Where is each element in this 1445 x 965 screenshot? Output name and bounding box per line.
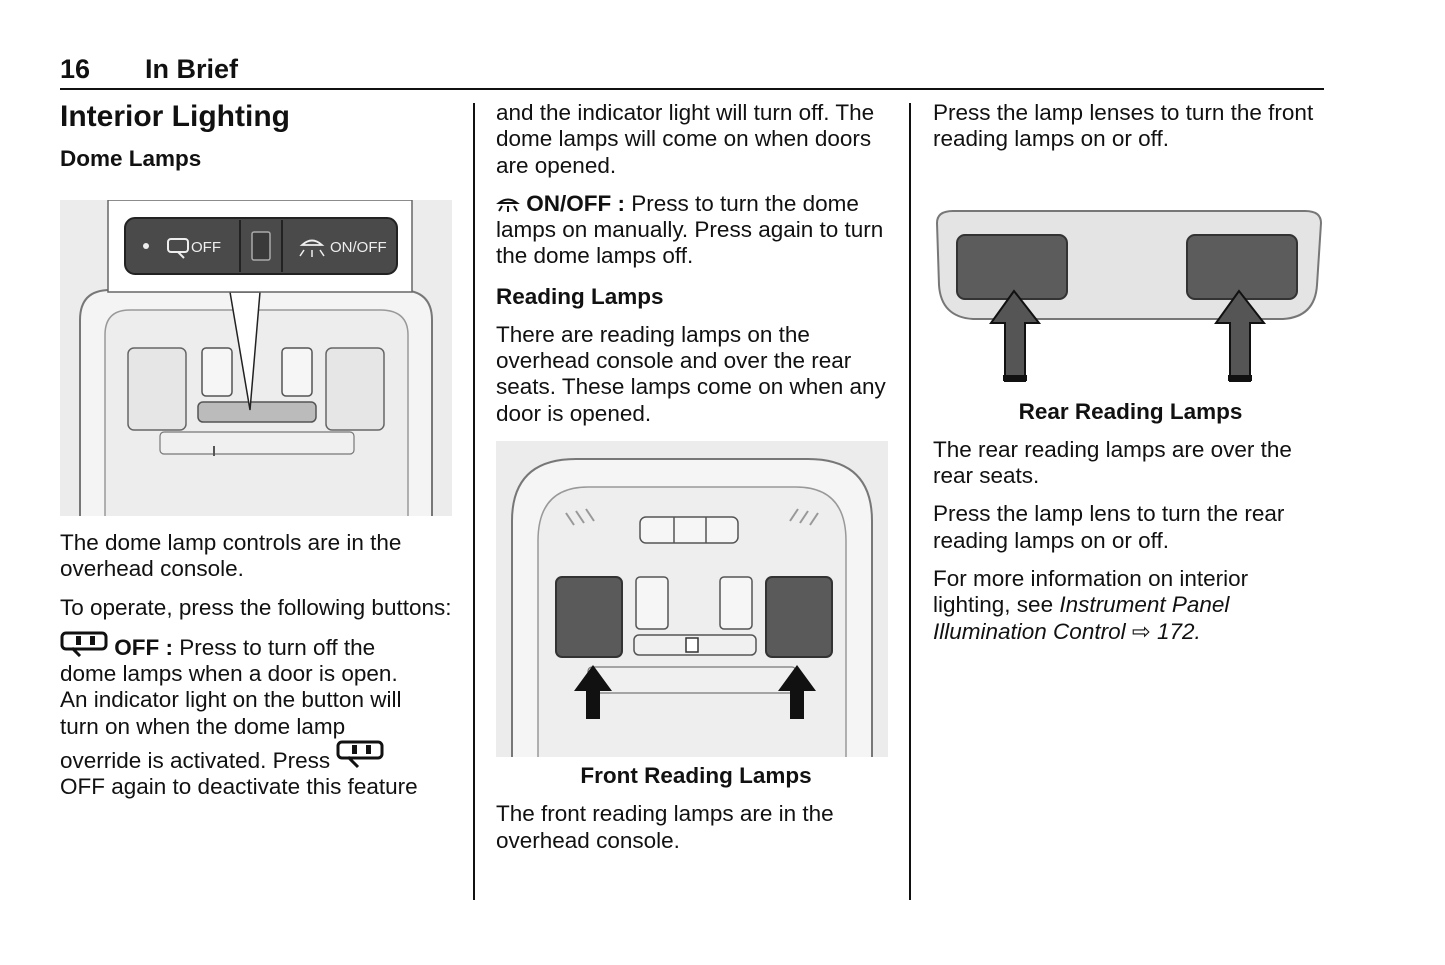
dome-lamps-heading: Dome Lamps bbox=[60, 146, 202, 171]
column-divider-1 bbox=[473, 103, 475, 900]
off-text-1: Press to turn off the bbox=[173, 634, 376, 660]
cross-reference-page: 172. bbox=[1150, 618, 1201, 644]
dome-lamp-icon bbox=[496, 197, 520, 213]
dome-off-label: OFF bbox=[191, 239, 221, 256]
dome-onoff-label: ON/OFF bbox=[330, 239, 387, 256]
off-term: OFF : bbox=[114, 634, 173, 660]
reading-lamps-intro: There are reading lamps on the overhead … bbox=[496, 321, 886, 426]
front-lamps-operation: Press the lamp lenses to turn the front … bbox=[933, 100, 1314, 152]
more-info-text: For more information on interior lightin… bbox=[933, 566, 1249, 618]
rear-lamps-operation: Press the lamp lens to turn the rear rea… bbox=[933, 501, 1285, 553]
off-text-3: An indicator light on the button will bbox=[60, 687, 402, 713]
onoff-button-description: ON/OFF : Press to turn the dome lamps on… bbox=[496, 191, 896, 270]
dome-lamps-figure: OFF ON/OFF bbox=[60, 200, 452, 516]
page-arrow-icon: ⇨ bbox=[1131, 618, 1151, 644]
front-reading-lamps-text: The front reading lamps are in the overh… bbox=[496, 801, 834, 853]
off-text-4: turn on when the dome lamp bbox=[60, 713, 346, 739]
off-continued: and the indicator light will turn off. T… bbox=[496, 100, 875, 178]
onoff-term: ON/OFF : bbox=[526, 190, 625, 216]
rear-console-illustration bbox=[935, 209, 1323, 382]
rear-reading-lamps-caption: Rear Reading Lamps bbox=[1018, 398, 1243, 424]
front-console-illustration bbox=[496, 440, 888, 757]
reading-lamps-heading: Reading Lamps bbox=[496, 283, 664, 309]
dome-controls-location: The dome lamp controls are in the overhe… bbox=[60, 530, 402, 582]
page-title: Interior Lighting bbox=[60, 100, 290, 133]
operate-intro: To operate, press the following buttons: bbox=[60, 594, 452, 620]
column-2: and the indicator light will turn off. T… bbox=[496, 100, 896, 854]
column-divider-2 bbox=[909, 103, 911, 900]
section-title: In Brief bbox=[145, 54, 239, 84]
more-info-reference: For more information on interior lightin… bbox=[933, 566, 1328, 645]
front-reading-lamps-figure bbox=[496, 440, 888, 757]
onoff-text: Press to turn the dome lamps on manually… bbox=[496, 190, 884, 269]
page-header: 16 In Brief bbox=[60, 52, 1324, 90]
column-3: Press the lamp lenses to turn the front … bbox=[933, 100, 1328, 645]
off-button-description: OFF : Press to turn off the dome lamps w… bbox=[60, 631, 455, 801]
dome-override-icon bbox=[60, 631, 108, 657]
cross-reference-link[interactable]: Instrument Panel Illumination Control bbox=[933, 592, 1230, 644]
column-1: Interior Lighting Dome Lamps OFF bbox=[60, 100, 455, 801]
page-number: 16 bbox=[60, 54, 91, 84]
dome-console-illustration: OFF ON/OFF bbox=[60, 200, 452, 516]
rear-reading-lamps-figure bbox=[933, 205, 1325, 385]
front-reading-lamps-caption: Front Reading Lamps bbox=[580, 762, 812, 788]
rear-lamps-location: The rear reading lamps are over the rear… bbox=[933, 436, 1292, 489]
dome-override-icon bbox=[336, 740, 384, 770]
off-text-2: dome lamps when a door is open. bbox=[60, 661, 398, 687]
off-text-6: OFF again to deactivate this feature bbox=[60, 774, 418, 800]
off-text-5: override is activated. Press bbox=[60, 748, 331, 774]
